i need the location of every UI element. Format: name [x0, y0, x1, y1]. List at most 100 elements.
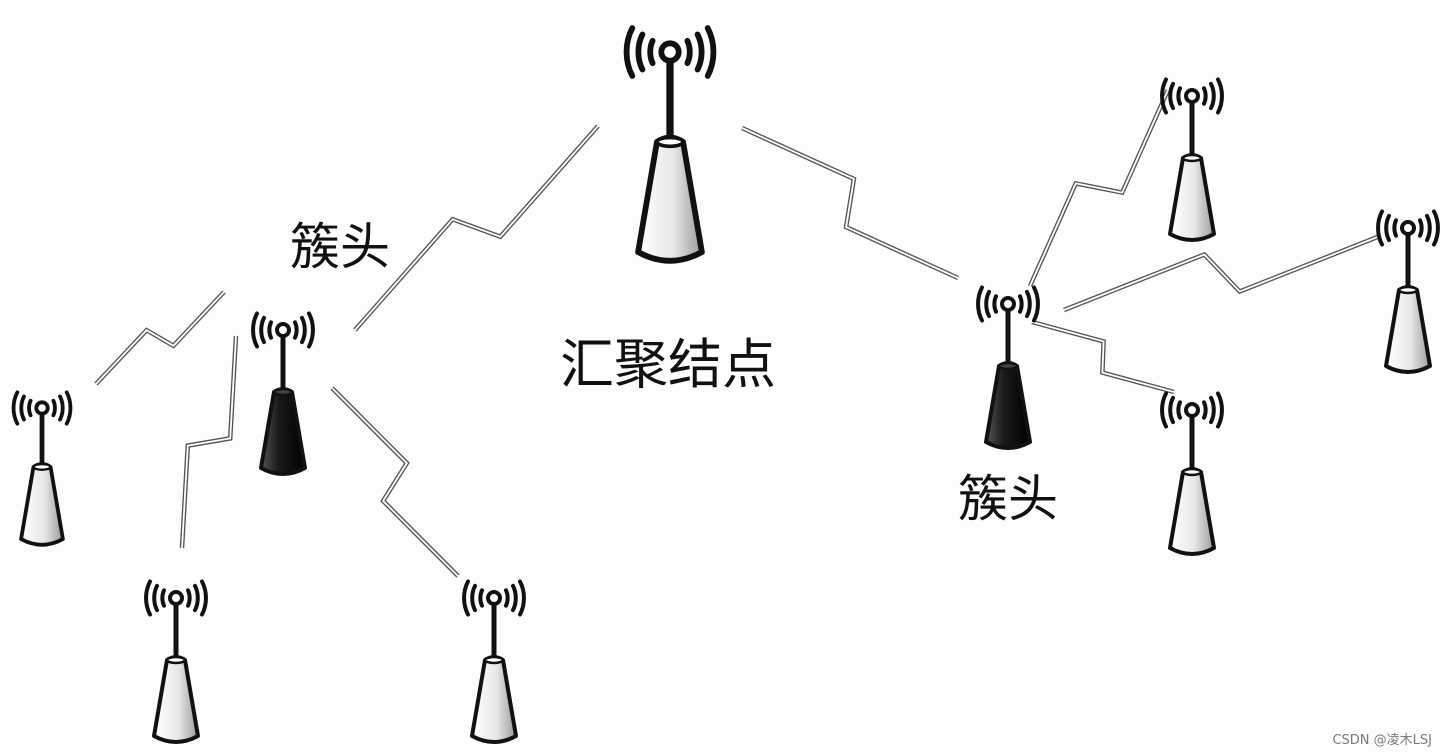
signal-wave-icon — [1425, 213, 1432, 243]
signal-wave-icon — [684, 37, 693, 67]
node-body — [470, 655, 518, 744]
signal-wave-icon — [11, 390, 20, 426]
antenna-icon — [1376, 209, 1440, 374]
link-bolt-inner — [1029, 89, 1169, 287]
link-bolt-inner — [181, 335, 237, 549]
antenna-tip — [1184, 402, 1200, 418]
signal-wave-icon — [647, 37, 656, 67]
member-node — [144, 579, 208, 744]
node-body — [1384, 285, 1432, 374]
signal-wave-icon — [186, 588, 192, 608]
node-top — [32, 462, 52, 471]
signal-wave-icon — [704, 25, 717, 79]
signal-wave-icon — [1418, 218, 1424, 238]
node-body — [19, 462, 65, 547]
signal-wave-icon — [984, 289, 991, 319]
wireless-link — [1031, 319, 1175, 395]
antenna-tip — [168, 590, 184, 606]
wireless-link — [94, 290, 226, 386]
node-top — [1181, 153, 1203, 163]
signal-wave-icon — [1216, 391, 1224, 429]
signal-wave-icon — [470, 583, 477, 613]
antenna-icon — [976, 285, 1040, 450]
wireless-link — [1027, 89, 1171, 287]
signal-wave-icon — [511, 583, 518, 613]
signal-wave-icon — [504, 588, 510, 608]
signal-wave-icon — [1202, 86, 1208, 106]
link-bolt-inner — [741, 127, 959, 279]
cluster-head-node — [976, 285, 1040, 450]
member-node — [1160, 391, 1224, 556]
cluster-head-left-label: 簇头 — [290, 218, 390, 276]
signal-wave-icon — [1160, 391, 1168, 429]
signal-wave-icon — [64, 390, 73, 426]
signal-wave-icon — [623, 25, 636, 79]
signal-wave-icon — [1376, 209, 1384, 247]
signal-wave-icon — [1018, 294, 1024, 314]
antenna-tip — [658, 40, 682, 64]
antenna-tip — [1000, 296, 1016, 312]
node-top — [1181, 467, 1203, 477]
link-bolt-inner — [1063, 235, 1381, 311]
sink-node — [623, 25, 717, 264]
signal-wave-icon — [144, 579, 152, 617]
node-body — [152, 655, 200, 744]
wireless-link — [330, 386, 460, 578]
watermark: CSDN @凌木LSJ — [1332, 733, 1432, 748]
signal-wave-icon — [992, 294, 998, 314]
node-top — [1397, 285, 1419, 295]
signal-wave-icon — [58, 394, 65, 422]
signal-wave-icon — [251, 311, 259, 349]
signal-wave-icon — [1176, 86, 1182, 106]
node-top — [483, 655, 505, 665]
signal-wave-icon — [193, 583, 200, 613]
antenna-icon — [1160, 391, 1224, 556]
antenna-tip — [34, 400, 50, 416]
member-node — [1376, 209, 1440, 374]
node-top — [165, 655, 187, 665]
link-bolt-inner — [354, 125, 599, 331]
link-bolt-inner — [1031, 321, 1175, 393]
signal-wave-icon — [1432, 209, 1440, 247]
wireless-link — [179, 335, 239, 549]
wireless-link — [741, 125, 959, 281]
signal-wave-icon — [518, 579, 526, 617]
signal-wave-icon — [200, 579, 208, 617]
sink-label: 汇聚结点 — [560, 333, 776, 396]
link-bolt-inner — [331, 387, 459, 577]
antenna-icon — [623, 25, 717, 264]
member-node — [1160, 77, 1224, 242]
signal-wave-icon — [300, 315, 307, 345]
signal-wave-icon — [152, 583, 159, 613]
signal-wave-icon — [1392, 218, 1398, 238]
antenna-icon — [11, 390, 73, 547]
signal-wave-icon — [462, 579, 470, 617]
signal-wave-icon — [267, 320, 273, 340]
signal-wave-icon — [293, 320, 299, 340]
signal-wave-icon — [259, 315, 266, 345]
signal-wave-icon — [1209, 81, 1216, 111]
signal-wave-icon — [694, 31, 705, 73]
wireless-link — [1063, 233, 1381, 313]
node-top — [997, 361, 1019, 371]
node-top — [655, 135, 685, 149]
node-body — [1168, 467, 1216, 556]
link-bolt-inner — [95, 291, 225, 385]
node-body — [635, 134, 705, 264]
antenna-icon — [462, 579, 526, 744]
signal-wave-icon — [1209, 395, 1216, 425]
signal-wave-icon — [635, 31, 646, 73]
antenna-icon — [251, 311, 315, 476]
member-node — [462, 579, 526, 744]
signal-wave-icon — [1160, 77, 1168, 115]
node-body — [259, 387, 307, 476]
signal-wave-icon — [1032, 285, 1040, 323]
signal-wave-icon — [976, 285, 984, 323]
wireless-link — [353, 124, 600, 332]
signal-wave-icon — [1168, 395, 1175, 425]
antenna-tip — [486, 590, 502, 606]
node-body — [1168, 153, 1216, 242]
signal-wave-icon — [478, 588, 484, 608]
